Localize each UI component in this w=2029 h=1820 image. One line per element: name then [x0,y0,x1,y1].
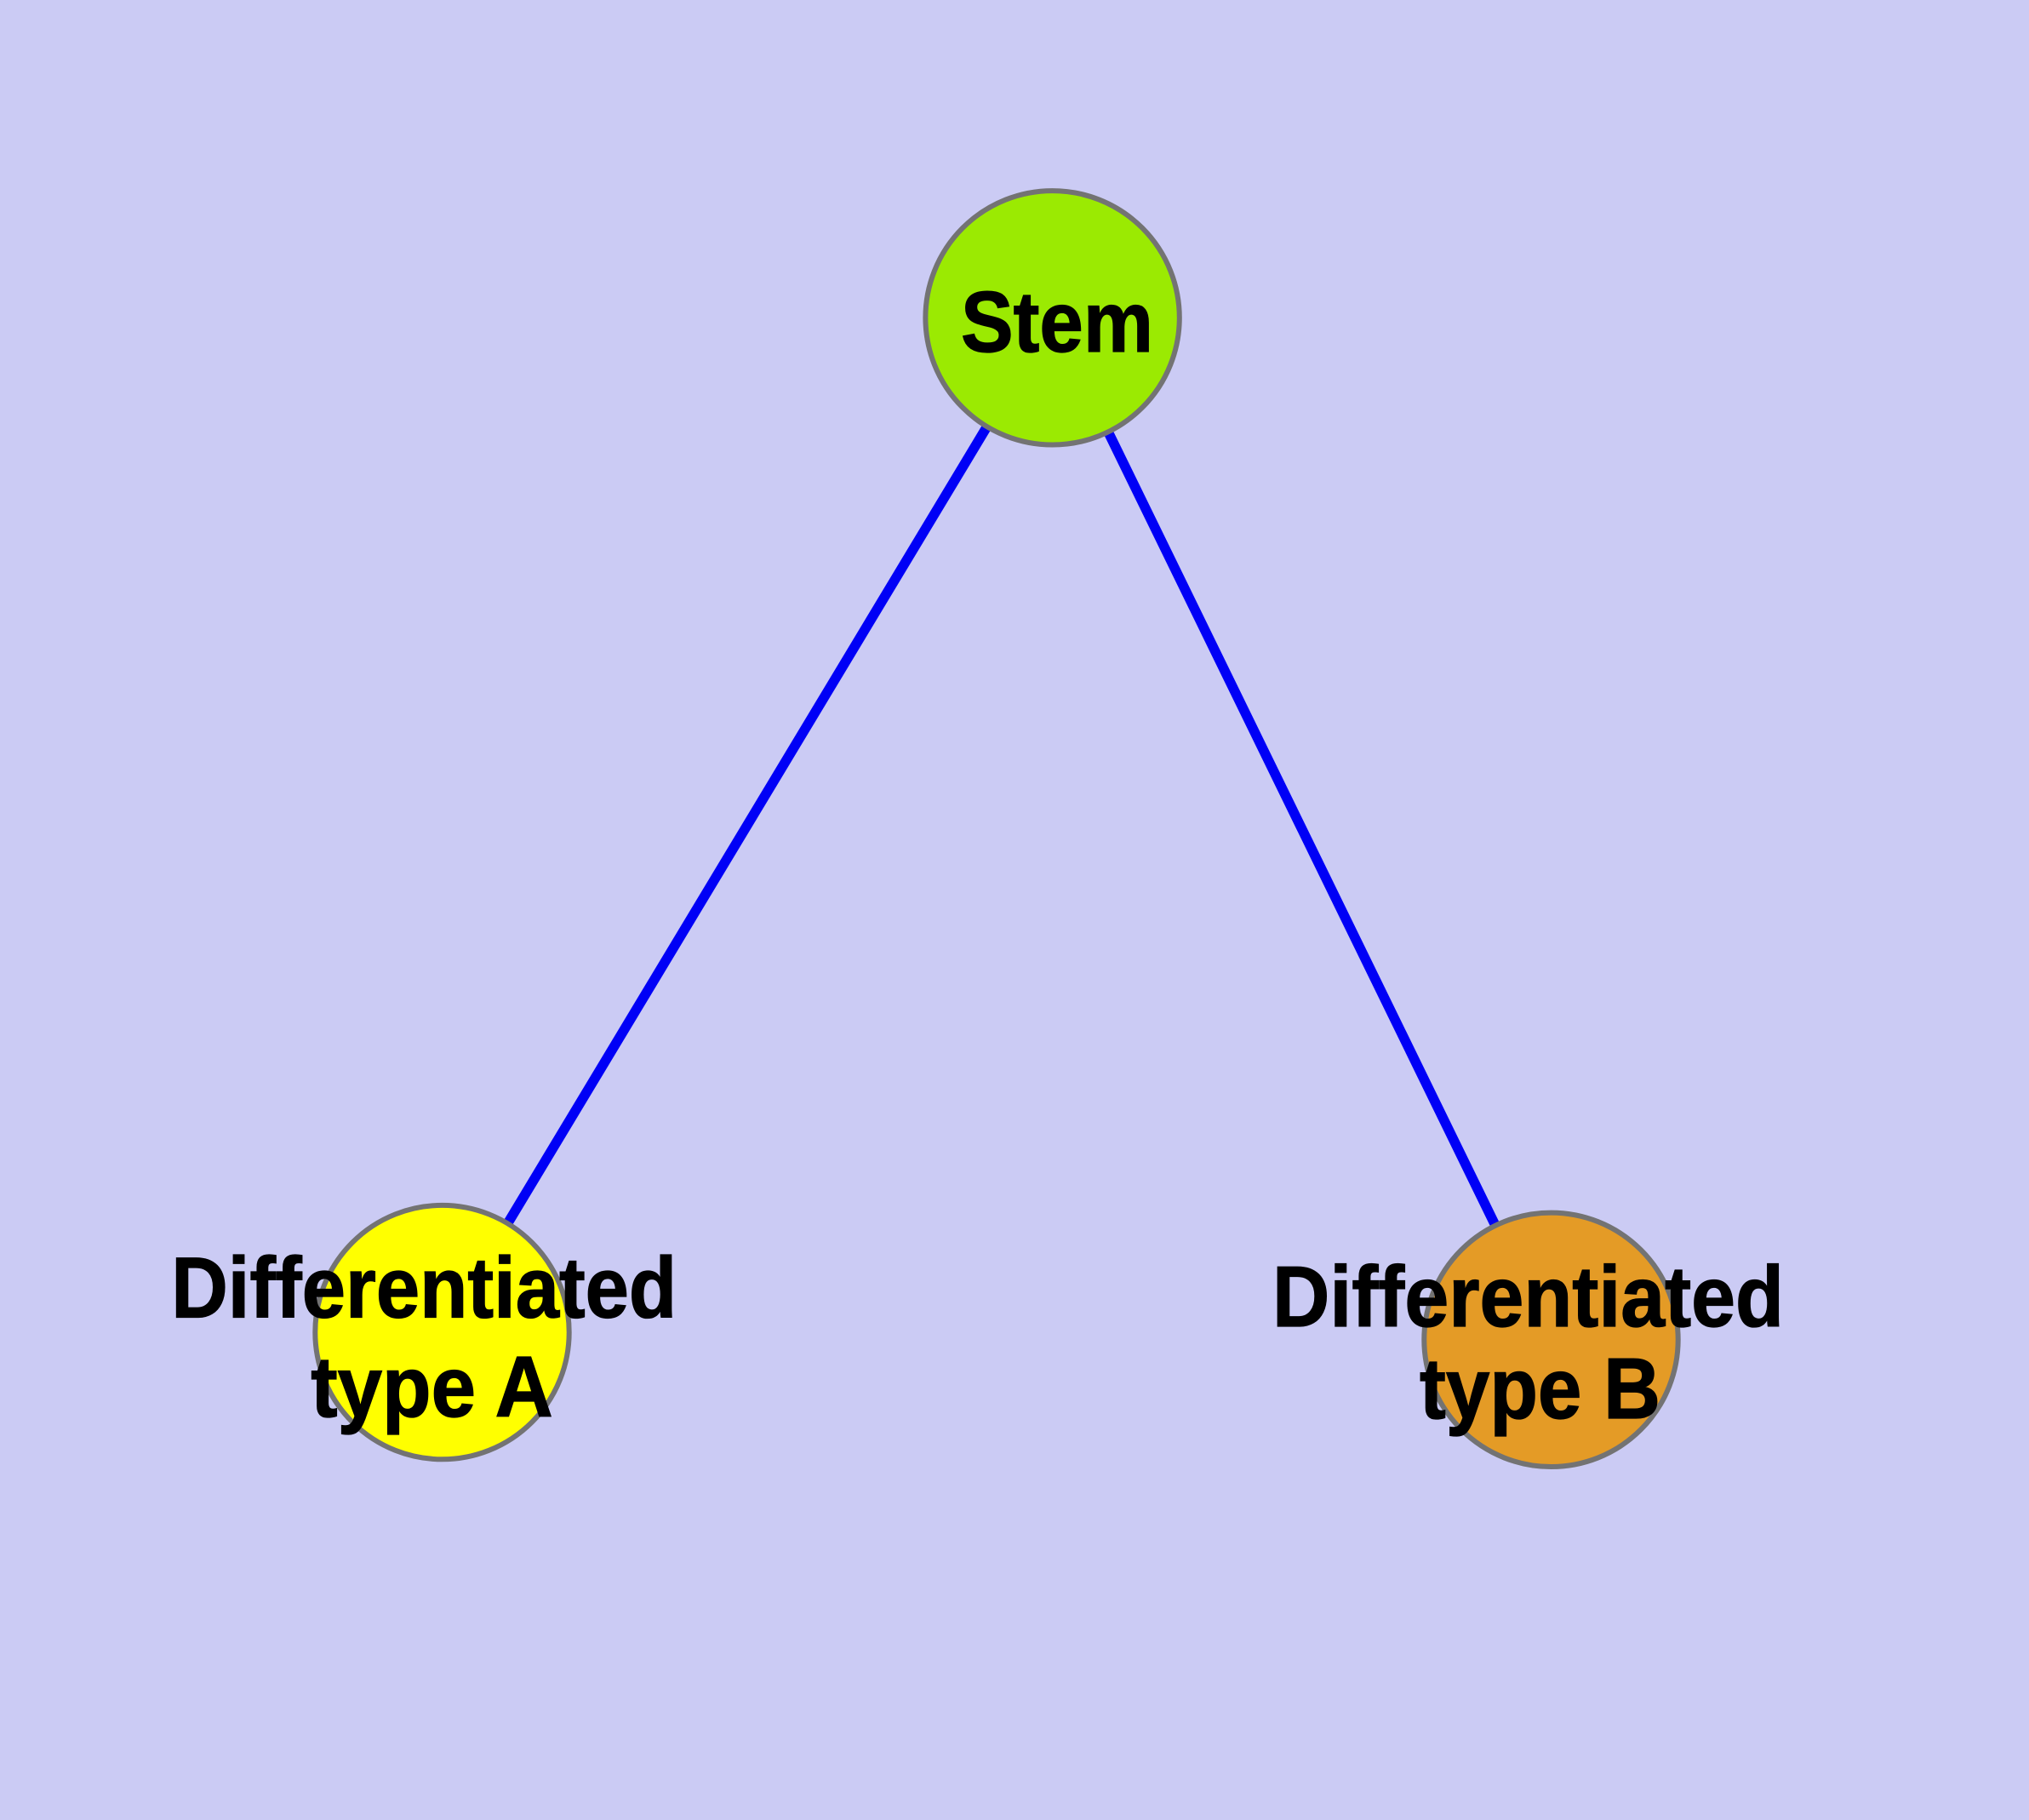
svg-text:Differentiated: Differentiated [1272,1250,1784,1345]
svg-text:Differentiated: Differentiated [171,1241,677,1336]
svg-text:type B: type B [1420,1342,1660,1437]
svg-text:Stem: Stem [961,275,1153,370]
svg-text:type A: type A [311,1340,553,1435]
